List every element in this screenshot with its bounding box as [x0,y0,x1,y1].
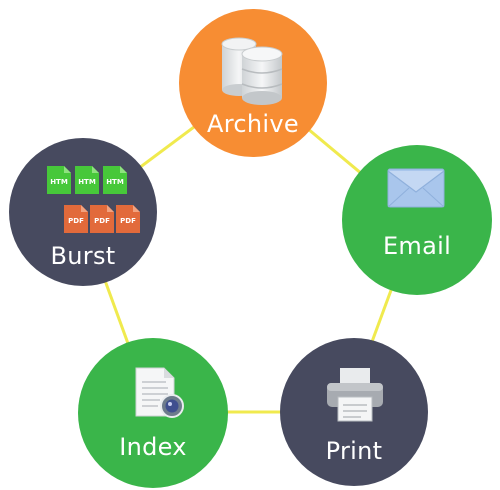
database-icon [221,37,283,105]
index-label: Index [119,433,187,461]
document-search-icon [135,367,184,418]
burst-label: Burst [50,242,116,270]
envelope-icon [387,168,445,208]
email-label: Email [382,232,452,260]
print-node[interactable]: Print [280,338,428,486]
pdf-file-icons: PDF PDF PDF [64,205,148,235]
htm-tag: HTM [106,178,124,186]
pdf-file-icon: PDF [64,205,88,233]
printer-icon [327,368,383,422]
burst-node[interactable]: HTM HTM HTM PDF PDF [9,138,157,286]
htm-tag: HTM [50,178,68,186]
htm-file-icon: HTM [103,166,127,194]
pdf-tag: PDF [120,217,136,225]
htm-tag: HTM [78,178,96,186]
pdf-tag: PDF [68,217,84,225]
archive-label: Archive [207,110,299,138]
pdf-file-icon: PDF [90,205,114,233]
pdf-tag: PDF [94,217,110,225]
htm-file-icons: HTM HTM HTM [47,166,131,196]
htm-file-icon: HTM [75,166,99,194]
email-node[interactable]: Email [342,145,492,295]
pdf-file-icon: PDF [116,205,140,233]
index-node[interactable]: Index [78,338,228,488]
htm-file-icon: HTM [47,166,71,194]
archive-node[interactable]: Archive [179,9,327,157]
print-label: Print [325,437,383,465]
